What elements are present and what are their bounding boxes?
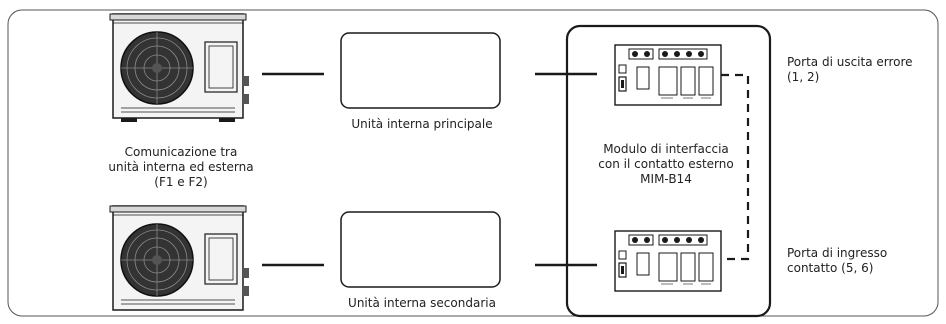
interface-board-top: [614, 44, 722, 106]
outdoor-comm-line2: unità interna ed esterna: [108, 160, 254, 174]
outer-frame: [7, 9, 939, 317]
error-port-line1: Porta di uscita errore: [787, 55, 913, 69]
dashed-contact-loop: [721, 73, 750, 261]
module-line1: Modulo di interfaccia: [603, 142, 729, 156]
outdoor-comm-label: Comunicazione tra unità interna ed ester…: [96, 145, 266, 190]
indoor-secondary-label: Unità interna secondaria: [348, 296, 496, 310]
input-port-label: Porta di ingresso contatto (5, 6): [787, 246, 887, 276]
outdoor-comm-line1: Comunicazione tra: [124, 145, 238, 159]
outdoor-unit-bottom: [109, 205, 249, 311]
interface-board-bottom: [614, 230, 722, 292]
module-enclosure: [565, 24, 772, 318]
indoor-unit-main: [340, 32, 501, 109]
error-port-label: Porta di uscita errore (1, 2): [787, 55, 913, 85]
module-line2: con il contatto esterno: [598, 157, 734, 171]
error-port-line2: (1, 2): [787, 70, 820, 84]
module-line3: MIM-B14: [640, 172, 692, 186]
outdoor-comm-line3: (F1 e F2): [154, 175, 208, 189]
module-label: Modulo di interfaccia con il contatto es…: [576, 142, 756, 187]
input-port-line2: contatto (5, 6): [787, 261, 874, 275]
indoor-unit-secondary: [340, 211, 501, 288]
outdoor-unit-top: [109, 13, 249, 122]
input-port-line1: Porta di ingresso: [787, 246, 888, 260]
indoor-main-label: Unità interna principale: [351, 117, 493, 131]
